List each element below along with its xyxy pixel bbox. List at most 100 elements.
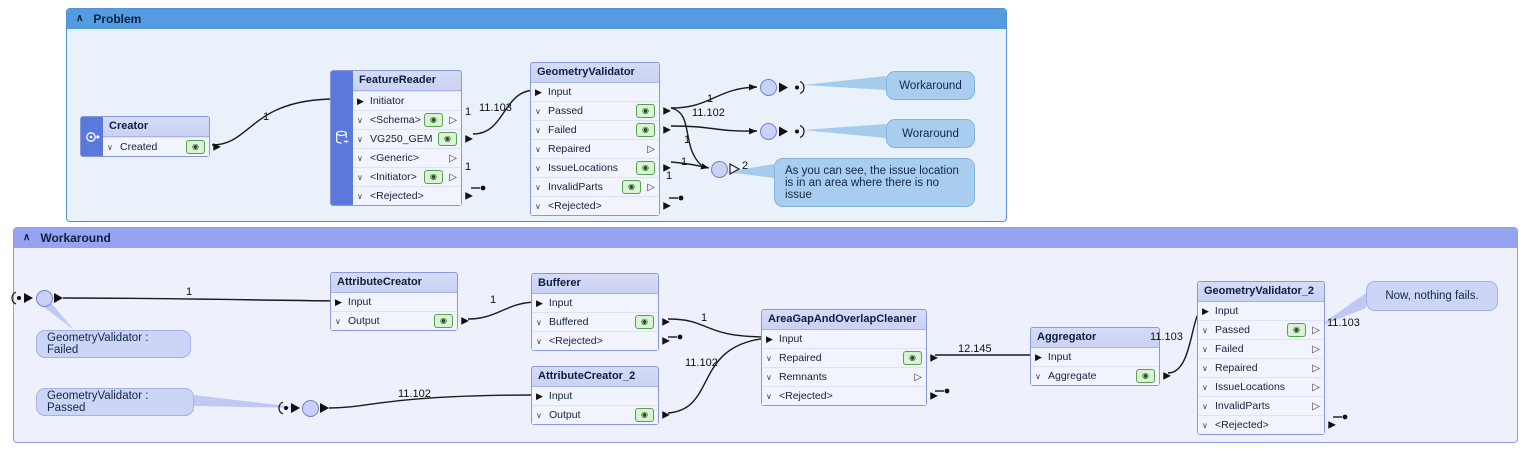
node-title[interactable]: GeometryValidator_2 <box>1198 282 1324 302</box>
input-port-arrow[interactable]: ▶ <box>357 95 364 106</box>
port-input[interactable]: ▶ Input <box>1198 302 1324 320</box>
output-port-arrow[interactable]: ▷ <box>1312 362 1320 374</box>
eye-icon[interactable]: ◉ <box>186 140 205 154</box>
chevron-down-icon[interactable]: ∨ <box>535 144 541 154</box>
port-initiator-out[interactable]: ∨ <Initiator> ◉ ▷ <box>353 167 461 186</box>
port-rejected[interactable]: ∨ <Rejected> ▶ <box>762 386 938 405</box>
port-issuelocations[interactable]: ∨ IssueLocations ▷ <box>1198 377 1324 396</box>
port-rejected[interactable]: ∨ <Rejected> ▶ <box>532 331 670 350</box>
chevron-down-icon[interactable]: ∨ <box>357 172 363 182</box>
node-title[interactable]: AreaGapAndOverlapCleaner <box>762 310 926 330</box>
port-repaired[interactable]: ∨ Repaired ▷ <box>531 139 659 158</box>
junction-failed-in[interactable] <box>36 290 53 307</box>
chevron-down-icon[interactable]: ∨ <box>766 391 772 401</box>
eye-icon[interactable]: ◉ <box>424 170 443 184</box>
node-feature-reader[interactable]: FeatureReader ▶ Initiator ∨ <Schema> ◉ ▷… <box>330 70 473 206</box>
port-output[interactable]: ∨ Output ◉ ▶ <box>331 311 469 330</box>
chevron-down-icon[interactable]: ∨ <box>536 317 542 327</box>
output-port-arrow[interactable]: ▶ <box>663 200 671 212</box>
port-vg250-gem[interactable]: ∨ VG250_GEM ◉ ▶ <box>353 129 473 148</box>
port-passed[interactable]: ∨ Passed ◉ ▷ <box>1198 320 1324 339</box>
input-port-arrow[interactable]: ▶ <box>535 86 542 97</box>
port-initiator[interactable]: ▶ Initiator <box>353 91 461 110</box>
output-port-arrow[interactable]: ▷ <box>449 171 457 183</box>
output-port-arrow[interactable]: ▶ <box>461 315 469 327</box>
chevron-down-icon[interactable]: ∨ <box>766 372 772 382</box>
port-input[interactable]: ▶ Input <box>762 330 926 348</box>
output-port-arrow[interactable]: ▶ <box>213 141 221 153</box>
junction-workaround-tunnel[interactable] <box>760 79 777 96</box>
port-input[interactable]: ▶ Input <box>331 293 457 311</box>
port-passed[interactable]: ∨ Passed ◉ ▶ <box>531 101 671 120</box>
port-input[interactable]: ▶ Input <box>532 294 658 312</box>
node-area-gap-cleaner[interactable]: AreaGapAndOverlapCleaner ▶ Input ∨ Repai… <box>761 309 938 406</box>
node-title[interactable]: Aggregator <box>1031 328 1159 348</box>
output-port-arrow[interactable]: ▷ <box>1312 343 1320 355</box>
port-rejected[interactable]: ∨ <Rejected> ▶ <box>531 196 671 215</box>
junction-passed-in[interactable] <box>302 400 319 417</box>
collapse-chevron-icon[interactable]: ∧ <box>23 232 31 243</box>
chevron-down-icon[interactable]: ∨ <box>535 125 541 135</box>
output-port-arrow[interactable]: ▷ <box>1312 381 1320 393</box>
port-rejected[interactable]: ∨ <Rejected> ▶ <box>353 186 473 205</box>
port-created[interactable]: ∨ Created ◉ ▶ <box>103 137 221 156</box>
chevron-down-icon[interactable]: ∨ <box>357 134 363 144</box>
port-aggregate[interactable]: ∨ Aggregate ◉ ▶ <box>1031 366 1171 385</box>
chevron-down-icon[interactable]: ∨ <box>1202 325 1208 335</box>
chevron-down-icon[interactable]: ∨ <box>536 336 542 346</box>
chevron-down-icon[interactable]: ∨ <box>1202 363 1208 373</box>
chevron-down-icon[interactable]: ∨ <box>1035 371 1041 381</box>
eye-icon[interactable]: ◉ <box>636 123 655 137</box>
port-input[interactable]: ▶ Input <box>1031 348 1159 366</box>
node-title[interactable]: AttributeCreator <box>331 273 457 293</box>
eye-icon[interactable]: ◉ <box>1287 323 1306 337</box>
output-port-arrow[interactable]: ▶ <box>663 124 671 136</box>
output-port-arrow[interactable]: ▶ <box>465 133 473 145</box>
output-port-arrow[interactable]: ▶ <box>662 335 670 347</box>
output-port-arrow[interactable]: ▶ <box>930 390 938 402</box>
node-creator[interactable]: Creator ∨ Created ◉ ▶ <box>80 116 221 157</box>
input-port-arrow[interactable]: ▶ <box>1202 305 1209 316</box>
chevron-down-icon[interactable]: ∨ <box>335 316 341 326</box>
node-title[interactable]: FeatureReader <box>353 71 461 91</box>
node-geometry-validator-2[interactable]: GeometryValidator_2 ▶ Input ∨ Passed ◉ ▷… <box>1197 281 1336 435</box>
chevron-down-icon[interactable]: ∨ <box>536 410 542 420</box>
port-repaired[interactable]: ∨ Repaired ◉ ▶ <box>762 348 938 367</box>
eye-icon[interactable]: ◉ <box>635 408 654 422</box>
eye-icon[interactable]: ◉ <box>636 104 655 118</box>
output-port-arrow[interactable]: ▶ <box>663 162 671 174</box>
output-port-arrow[interactable]: ▷ <box>449 152 457 164</box>
chevron-down-icon[interactable]: ∨ <box>357 191 363 201</box>
input-port-arrow[interactable]: ▶ <box>536 390 543 401</box>
eye-icon[interactable]: ◉ <box>635 315 654 329</box>
output-port-arrow[interactable]: ▶ <box>930 352 938 364</box>
annotation-issue-note[interactable]: As you can see, the issue location is in… <box>774 158 975 207</box>
input-port-arrow[interactable]: ▶ <box>766 333 773 344</box>
junction-inspector[interactable] <box>711 161 728 178</box>
output-port-arrow[interactable]: ▷ <box>1312 400 1320 412</box>
output-port-arrow[interactable]: ▶ <box>1328 419 1336 431</box>
port-repaired[interactable]: ∨ Repaired ▷ <box>1198 358 1324 377</box>
annotation-passed-label[interactable]: GeometryValidator : Passed <box>36 388 194 416</box>
node-title[interactable]: Bufferer <box>532 274 658 294</box>
eye-icon[interactable]: ◉ <box>903 351 922 365</box>
eye-icon[interactable]: ◉ <box>424 113 443 127</box>
port-failed[interactable]: ∨ Failed ◉ ▶ <box>531 120 671 139</box>
node-attribute-creator-2[interactable]: AttributeCreator_2 ▶ Input ∨ Output ◉ ▶ <box>531 366 670 425</box>
chevron-down-icon[interactable]: ∨ <box>357 153 363 163</box>
bookmark-workaround-header[interactable]: ∧ Workaround <box>14 228 1517 248</box>
output-port-arrow[interactable]: ▷ <box>647 143 655 155</box>
eye-icon[interactable]: ◉ <box>434 314 453 328</box>
annotation-nothing-fails[interactable]: Now, nothing fails. <box>1366 281 1498 311</box>
node-attribute-creator[interactable]: AttributeCreator ▶ Input ∨ Output ◉ ▶ <box>330 272 469 331</box>
output-port-arrow[interactable]: ▶ <box>465 190 473 202</box>
collapse-chevron-icon[interactable]: ∧ <box>76 13 84 24</box>
port-invalidparts[interactable]: ∨ InvalidParts ◉ ▷ <box>531 177 659 196</box>
output-port-arrow[interactable]: ▷ <box>1312 324 1320 336</box>
node-title[interactable]: GeometryValidator <box>531 63 659 83</box>
chevron-down-icon[interactable]: ∨ <box>1202 401 1208 411</box>
output-port-arrow[interactable]: ▷ <box>914 371 922 383</box>
output-port-arrow[interactable]: ▶ <box>663 105 671 117</box>
input-port-arrow[interactable]: ▶ <box>335 296 342 307</box>
output-port-arrow[interactable]: ▷ <box>449 114 457 126</box>
